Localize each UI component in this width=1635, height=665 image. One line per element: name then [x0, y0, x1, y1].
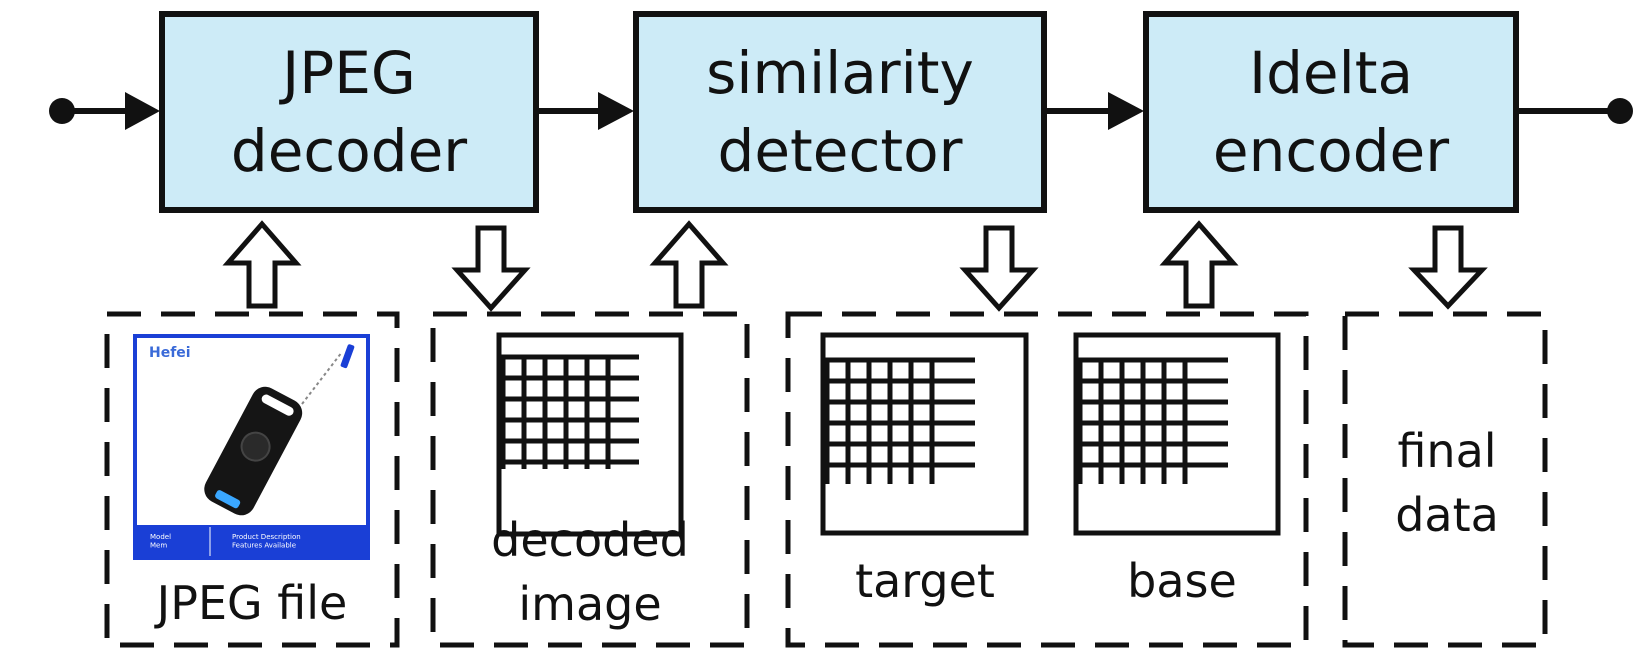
idelta-encoder-label-line1: Idelta — [1249, 39, 1413, 107]
jpeg-file-dashed-box — [104, 311, 400, 648]
target-grid-icon — [820, 332, 1029, 536]
similarity-detector-label-line1: similarity — [706, 39, 974, 107]
thumbnail-logo: Hefei — [149, 345, 191, 361]
target-label: target — [855, 554, 995, 608]
hollow-down-arrow-target — [959, 225, 1039, 312]
hollow-up-arrow-encoder-input — [1159, 220, 1239, 309]
hollow-up-arrow-detector-input — [649, 220, 729, 309]
base-grid-icon — [1073, 332, 1281, 536]
hollow-down-arrow-final-data — [1408, 225, 1488, 310]
input-arrowhead — [125, 92, 160, 130]
similarity-detector-box — [633, 11, 1047, 213]
decoded-image-label-line1: decoded — [491, 513, 689, 567]
jpeg-decoder-label-line1: JPEG — [279, 39, 416, 107]
decoded-image-grid-icon — [496, 332, 684, 537]
similarity-detector-label-line2: detector — [718, 117, 963, 185]
decoded-image-label-line2: image — [518, 577, 661, 631]
output-terminal — [1607, 98, 1633, 124]
base-label: base — [1127, 554, 1237, 608]
final-data-label-line2: data — [1395, 488, 1499, 542]
arrowhead-detector-to-encoder — [1108, 92, 1144, 130]
jpeg-file-label: JPEG file — [154, 576, 348, 630]
arrowhead-decoder-to-detector — [598, 92, 634, 130]
jpeg-decoder-label-line2: decoder — [231, 117, 467, 185]
idelta-encoder-label-line2: encoder — [1213, 117, 1449, 185]
hollow-up-arrow-jpeg-file — [222, 220, 302, 309]
final-data-label-line1: final — [1397, 424, 1496, 478]
hollow-down-arrow-decoded-image — [451, 225, 531, 312]
idelta-encoder-box — [1143, 11, 1519, 213]
final-data-dashed-box — [1342, 311, 1548, 648]
target-base-dashed-box — [785, 311, 1309, 648]
